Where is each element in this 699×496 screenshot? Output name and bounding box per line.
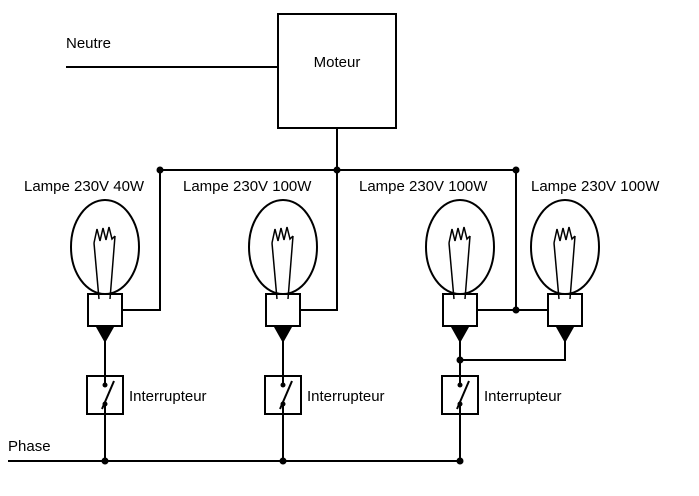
lamp4-label: Lampe 230V 100W bbox=[531, 178, 660, 195]
junction-dot bbox=[512, 306, 520, 314]
lamp1-feed-wire bbox=[122, 170, 161, 311]
junction-dot bbox=[101, 457, 109, 465]
junction-dot bbox=[279, 457, 287, 465]
motor-box bbox=[277, 13, 397, 129]
lamp2-feed-wire bbox=[300, 170, 338, 311]
junction-dot bbox=[456, 457, 464, 465]
junction-dots bbox=[101, 166, 520, 465]
lamp4-drop-wire bbox=[460, 340, 566, 361]
lamp-bulb-4 bbox=[530, 199, 600, 343]
junction-dot bbox=[156, 166, 164, 174]
motor-label: Moteur bbox=[314, 54, 361, 71]
switch3-label: Interrupteur bbox=[484, 388, 562, 405]
switch2-label: Interrupteur bbox=[307, 388, 385, 405]
switch1-label: Interrupteur bbox=[129, 388, 207, 405]
junction-dot bbox=[456, 356, 464, 364]
wires bbox=[8, 66, 566, 462]
switch-1 bbox=[86, 375, 124, 415]
junction-dot bbox=[512, 166, 520, 174]
switch-3 bbox=[441, 375, 479, 415]
switch-2 bbox=[264, 375, 302, 415]
lamp2-label: Lampe 230V 100W bbox=[183, 178, 312, 195]
lamp-bulb-2 bbox=[248, 199, 318, 343]
lamp-bulb-1 bbox=[70, 199, 140, 343]
lamp3-label: Lampe 230V 100W bbox=[359, 178, 488, 195]
lamp1-label: Lampe 230V 40W bbox=[24, 178, 145, 195]
lamp-bulb-3 bbox=[425, 199, 495, 343]
junction-dot bbox=[333, 166, 341, 174]
neutral-label: Neutre bbox=[66, 35, 111, 52]
phase-label: Phase bbox=[8, 438, 51, 455]
